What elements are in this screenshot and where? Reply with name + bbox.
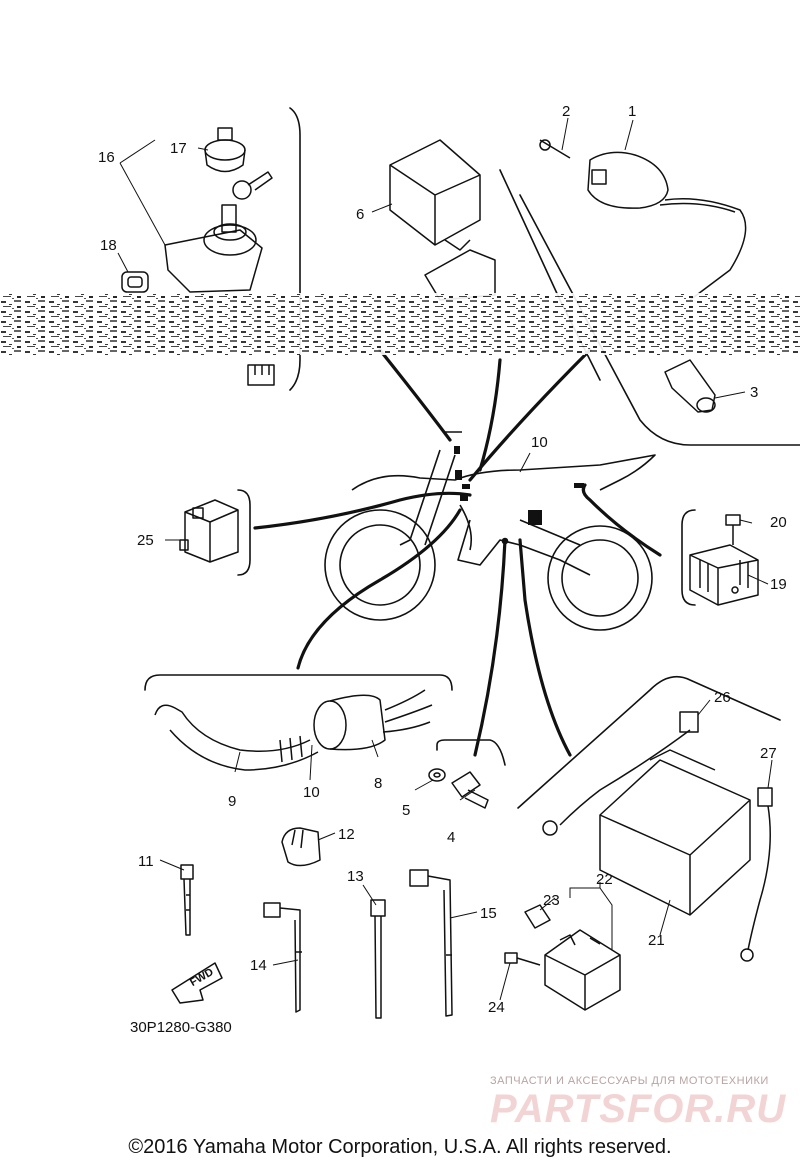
callout-6: 6 <box>356 206 364 223</box>
regulator-19 <box>689 544 759 606</box>
callout-17: 17 <box>170 140 187 157</box>
fwd-label: FWD <box>188 966 216 989</box>
callout-11: 11 <box>138 853 154 870</box>
callout-23: 23 <box>543 892 560 909</box>
callout-24: 24 <box>488 999 505 1016</box>
callout-21: 21 <box>648 932 665 949</box>
ignition-coil-1 <box>539 139 747 301</box>
callout-12: 12 <box>338 826 355 843</box>
callout-1: 1 <box>628 103 636 120</box>
leader-lines <box>117 117 773 1001</box>
bolt-20 <box>725 514 741 545</box>
callout-4: 4 <box>447 829 455 846</box>
callout-8: 8 <box>374 775 382 792</box>
wire-harness-9 <box>154 704 319 771</box>
bracket-battery <box>517 675 781 809</box>
battery-cable-26 <box>542 711 699 836</box>
callout-19: 19 <box>770 576 787 593</box>
clamp-12 <box>281 827 321 867</box>
callout-labels: 1 2 3 4 5 6 8 9 10 10 11 12 13 14 15 16 … <box>98 103 787 1016</box>
bracket-sensor <box>436 739 506 766</box>
callout-13: 13 <box>347 868 364 885</box>
callout-2: 2 <box>562 103 570 120</box>
bracket-regulator <box>681 509 696 606</box>
callout-15: 15 <box>480 905 497 922</box>
relay-22 <box>544 929 621 1011</box>
battery-cable-27 <box>740 787 773 962</box>
spark-plug-cap-3 <box>664 359 716 413</box>
cable-tie-13 <box>370 899 386 1019</box>
watermark-logo: PARTSFOR.RU <box>490 1087 786 1131</box>
fwd-arrow-icon <box>171 962 223 1004</box>
callout-18: 18 <box>100 237 117 254</box>
callout-5: 5 <box>402 802 410 819</box>
ignition-switch-16 <box>164 171 273 293</box>
watermark-tagline: ЗАПЧАСТИ И АКСЕССУАРЫ ДЛЯ МОТОТЕХНИКИ <box>490 1075 769 1087</box>
bracket-harness <box>144 674 453 691</box>
callout-10-harness: 10 <box>303 784 320 801</box>
callout-9: 9 <box>228 793 236 810</box>
motorcycle-outline <box>324 431 656 631</box>
neutral-switch-4 <box>451 771 489 809</box>
grommet-18 <box>121 271 149 293</box>
callout-26: 26 <box>714 689 731 706</box>
diagram-code: 30P1280-G380 <box>130 1019 232 1036</box>
callout-27: 27 <box>760 745 777 762</box>
callout-25: 25 <box>137 532 154 549</box>
cdi-unit-6 <box>389 139 496 301</box>
band-15 <box>409 869 453 1017</box>
washer-5 <box>428 768 446 782</box>
bracket-rectifier <box>237 489 251 576</box>
callout-16: 16 <box>98 149 115 166</box>
callout-22: 22 <box>596 871 613 888</box>
bolt-24 <box>504 952 541 966</box>
band-14 <box>263 902 302 1013</box>
cable-tie-11 <box>180 864 194 936</box>
key-cover-17 <box>204 127 246 173</box>
bracket-coil <box>519 194 800 446</box>
callout-10-bike: 10 <box>531 434 548 451</box>
connector-small <box>247 364 275 386</box>
callout-14: 14 <box>250 957 267 974</box>
copyright-notice: ©2016 Yamaha Motor Corporation, U.S.A. A… <box>128 1136 672 1158</box>
fuse-23 <box>524 904 551 929</box>
scan-artifact-band <box>0 293 800 355</box>
callout-20: 20 <box>770 514 787 531</box>
battery-21 <box>599 749 751 916</box>
bracket-ignition <box>289 107 301 391</box>
callout-3: 3 <box>750 384 758 401</box>
coupler-8 <box>313 689 433 751</box>
relay-25 <box>179 499 239 563</box>
